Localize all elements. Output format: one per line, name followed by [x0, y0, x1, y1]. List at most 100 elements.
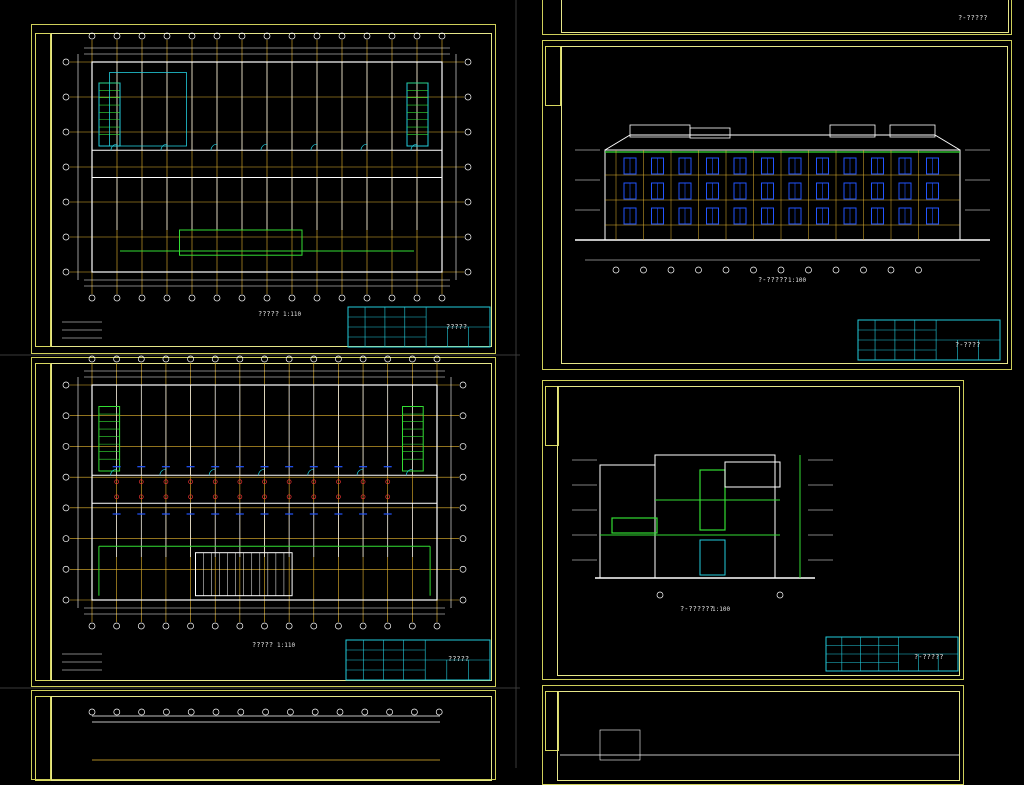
drawing-frame — [561, 0, 1009, 33]
column-marker — [360, 479, 366, 485]
column-marker — [262, 479, 267, 485]
axis-bubble — [722, 266, 730, 274]
axis-bubble — [62, 443, 70, 450]
axis-bubble — [212, 708, 220, 716]
axis-bubble — [361, 708, 369, 716]
column-marker — [286, 494, 292, 500]
axis-bubble — [464, 198, 472, 206]
axis-bubble — [459, 443, 467, 450]
axis-bubble — [237, 708, 245, 716]
top-titleblock-name: ?-????? — [958, 14, 988, 22]
axis-bubble — [62, 473, 70, 481]
axis-bubble — [162, 355, 170, 363]
parapet — [829, 124, 876, 138]
axis-bubble — [409, 355, 416, 363]
axis-bubble — [433, 355, 441, 363]
column-marker — [237, 494, 243, 500]
door-swing — [260, 143, 268, 151]
axis-bubble — [213, 32, 221, 40]
section-wall — [599, 729, 641, 761]
axis-bubble — [464, 268, 472, 276]
elevation-drawing — [575, 124, 1001, 361]
axis-bubble — [386, 708, 393, 716]
axis-bubble — [113, 355, 120, 363]
axis-bubble — [62, 233, 70, 241]
door — [699, 539, 726, 576]
axis-bubble — [285, 355, 293, 363]
axis-bubble — [777, 266, 785, 274]
axis-bubble — [263, 32, 271, 40]
door-swing — [159, 468, 166, 476]
canopy — [611, 517, 658, 534]
axis-bubble — [163, 32, 171, 40]
roof-parapet — [724, 461, 781, 488]
axis-bubble — [832, 266, 840, 274]
axis-bubble — [62, 412, 70, 420]
axis-bubble — [137, 355, 145, 363]
axis-bubble — [62, 268, 70, 276]
door-swing — [110, 143, 118, 151]
axis-bubble — [438, 294, 446, 302]
elevation-titleblock-name: ?-???? — [955, 341, 981, 349]
axis-bubble — [261, 622, 268, 630]
axis-bubble — [359, 355, 367, 363]
drawing-sheet-elevation — [542, 40, 1012, 370]
parapet — [889, 124, 936, 138]
axis-bubble — [137, 622, 145, 630]
axis-bubble — [288, 32, 296, 40]
axis-bubble — [656, 591, 664, 599]
door-swing — [160, 143, 168, 151]
axis-bubble — [262, 708, 269, 716]
axis-bubble — [459, 412, 467, 420]
door-swing — [210, 143, 218, 151]
axis-bubble — [113, 32, 121, 40]
plan-2-scale: 1:110 — [277, 642, 296, 649]
plan-1-caption: ????? — [258, 310, 280, 318]
plan-2-caption: ????? — [252, 641, 274, 649]
axis-bubble — [805, 266, 812, 274]
binding-strip — [35, 363, 51, 681]
drawing-frame — [51, 363, 492, 681]
column-marker — [286, 479, 292, 485]
axis-bubble — [236, 622, 244, 630]
axis-bubble — [113, 622, 120, 630]
column-marker — [385, 494, 391, 500]
axis-bubble — [62, 596, 70, 604]
binding-strip — [545, 691, 559, 751]
axis-bubble — [388, 32, 396, 40]
axis-bubble — [335, 622, 342, 630]
axis-bubble — [113, 708, 121, 716]
axis-bubble — [188, 294, 196, 302]
column-marker — [360, 494, 366, 500]
axis-bubble — [163, 294, 171, 302]
axis-bubble — [287, 708, 294, 716]
axis-bubble — [413, 32, 421, 40]
column-marker — [138, 479, 144, 485]
axis-bubble — [363, 294, 371, 302]
axis-bubble — [435, 708, 443, 716]
axis-bubble — [162, 622, 170, 630]
axis-bubble — [776, 591, 784, 599]
axis-bubble — [288, 294, 296, 302]
axis-bubble — [238, 294, 246, 302]
section-caption: ?-?????? — [680, 605, 714, 613]
drawing-sheet-top-right — [542, 0, 1012, 35]
section-scale: 1:100 — [712, 606, 731, 613]
axis-bubble — [640, 266, 647, 274]
column-marker — [163, 494, 169, 500]
axis-bubble — [363, 32, 371, 40]
door-swing — [356, 468, 364, 476]
door-swing — [410, 143, 418, 151]
column-marker — [138, 494, 144, 500]
axis-bubble — [62, 504, 70, 512]
floor-plan-2 — [62, 355, 491, 761]
drawing-frame — [51, 33, 492, 347]
column-marker — [311, 494, 317, 500]
axis-bubble — [887, 266, 895, 274]
binding-strip — [545, 46, 561, 106]
axis-bubble — [187, 355, 194, 363]
axis-bubble — [384, 622, 392, 630]
section-wall — [654, 454, 776, 579]
axis-bubble — [313, 32, 321, 40]
axis-bubble — [62, 198, 70, 206]
